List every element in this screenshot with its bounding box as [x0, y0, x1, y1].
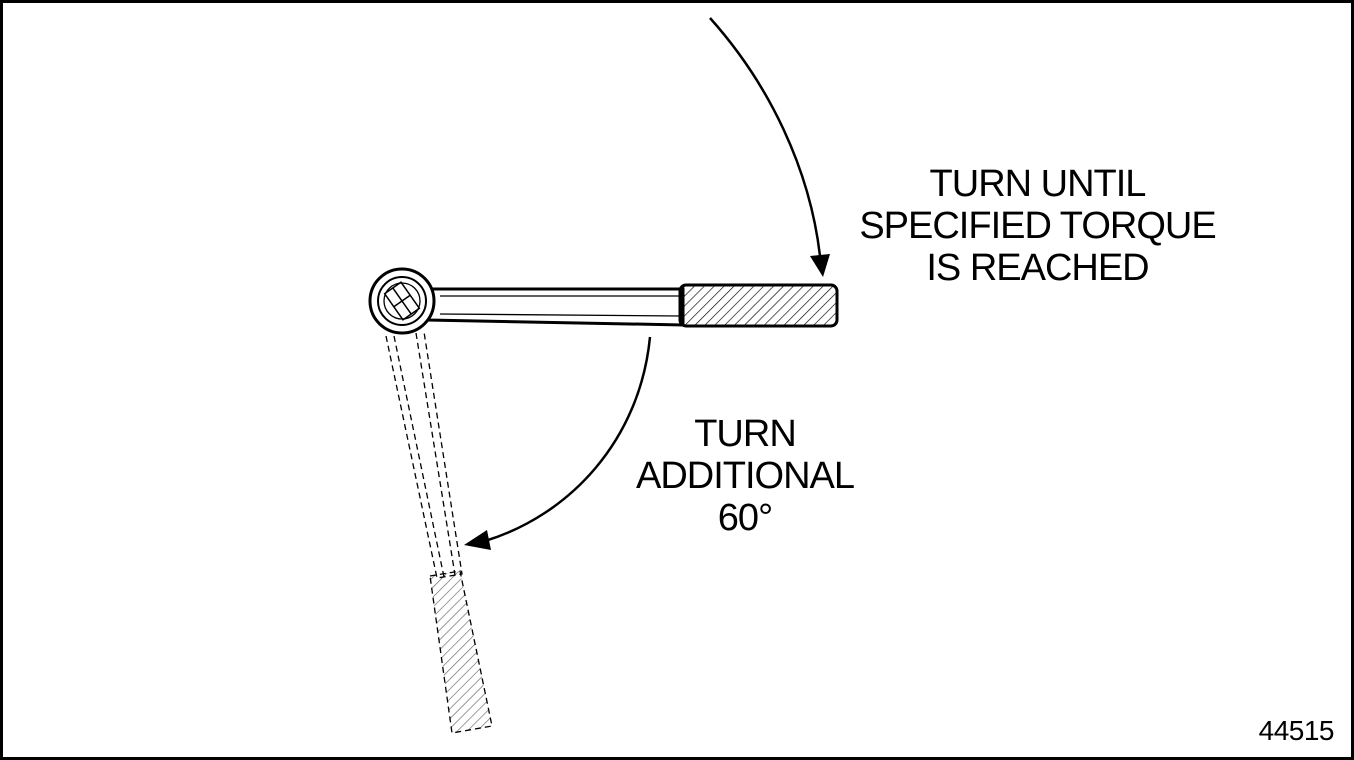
figure-number: 44515 — [1258, 715, 1335, 746]
ratchet-wrench-dashed-icon — [385, 331, 493, 734]
additional-turn-line-1: TURN — [694, 413, 797, 455]
torque-instruction-line-1: TURN UNTIL — [929, 163, 1147, 205]
torque-instruction-line-3: IS REACHED — [926, 247, 1149, 289]
ratchet-wrench-icon — [368, 267, 839, 335]
additional-turn-label: TURN ADDITIONAL 60° — [620, 413, 870, 539]
additional-turn-line-2: ADDITIONAL — [635, 455, 855, 497]
additional-turn-line-3: 60° — [717, 497, 773, 539]
torque-instruction-line-2: SPECIFIED TORQUE — [859, 205, 1216, 247]
torque-instruction-label: TURN UNTIL SPECIFIED TORQUE IS REACHED — [845, 163, 1230, 289]
curved-arrow-icon — [709, 17, 830, 277]
curved-arrow-icon — [464, 336, 652, 550]
